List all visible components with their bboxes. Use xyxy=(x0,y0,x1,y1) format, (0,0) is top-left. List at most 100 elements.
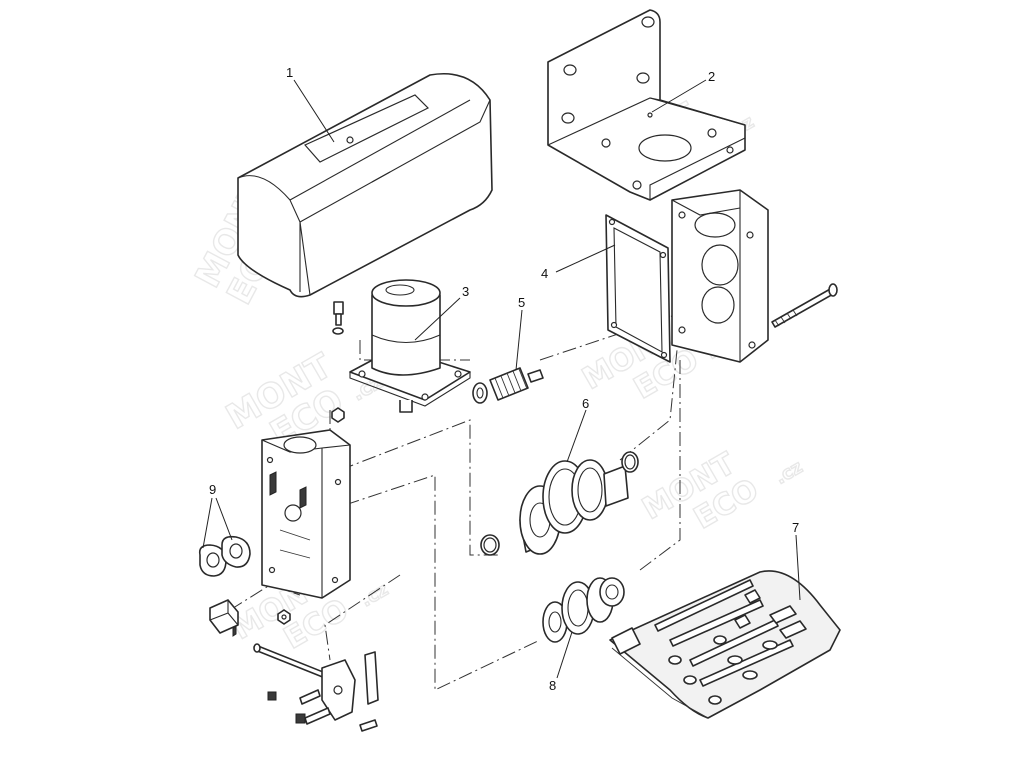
axis-lower-gear-right xyxy=(639,360,681,571)
pinion-hub xyxy=(527,369,544,383)
bracket-rod-end xyxy=(253,643,261,653)
leader-3 xyxy=(414,297,461,341)
motor-flange-hole-2 xyxy=(454,370,462,378)
kit-nut-2 xyxy=(734,614,751,629)
watermark-suffix: .cz xyxy=(357,579,392,611)
housing-left-hole-4 xyxy=(331,576,339,584)
leader-5 xyxy=(515,309,523,371)
cover-screw-hole xyxy=(346,136,354,144)
housing-left-hole-3 xyxy=(334,478,342,486)
kit-nut-1 xyxy=(744,589,761,604)
gasket-hole-4 xyxy=(660,351,668,359)
bracket-small-hole xyxy=(647,112,653,118)
housing-nut xyxy=(277,609,291,625)
leader-9 xyxy=(202,497,233,549)
callout-9: 9 xyxy=(209,482,216,497)
callout-1: 1 xyxy=(286,65,293,80)
leader-2 xyxy=(651,79,707,113)
bracket-hole-2 xyxy=(641,16,655,28)
kit-washer-4 xyxy=(742,670,758,680)
callout-2: 2 xyxy=(708,69,715,84)
screw-head xyxy=(333,301,344,315)
lower-bearing-inner xyxy=(548,611,562,633)
kit-bolt-4 xyxy=(699,639,794,687)
lower-gear-end xyxy=(599,577,625,607)
watermark-5: MONT ECO .cz xyxy=(636,445,807,537)
housing-right-hole-3 xyxy=(746,231,754,239)
housing-nut-bore xyxy=(281,614,287,620)
pinion-gear xyxy=(489,367,529,401)
bracket-screw-1 xyxy=(299,689,321,705)
gearbox-housing-left xyxy=(261,429,351,599)
long-bolt xyxy=(771,283,838,328)
bracket-screw-2 xyxy=(304,707,331,725)
part-4-gasket xyxy=(605,214,671,363)
bracket-base-edge xyxy=(649,97,746,126)
housing-right-bore-mid xyxy=(701,244,739,286)
motor-body xyxy=(371,294,441,376)
shaft-gear-mid-ring xyxy=(577,467,603,513)
housing-right-hole-2 xyxy=(678,326,686,334)
kit-bolt-1 xyxy=(654,579,754,632)
housing-right-bore-top xyxy=(694,212,736,238)
housing-left-body xyxy=(261,429,351,599)
shaft-o-ring-right-inner xyxy=(624,454,636,470)
bracket-center-bore xyxy=(638,134,692,162)
housing-right-top xyxy=(671,199,741,216)
motor-flange-hole-3 xyxy=(421,393,429,401)
housing-left-slot-2 xyxy=(299,486,307,509)
housing-left-bore-top xyxy=(283,436,317,454)
screw-shank xyxy=(335,313,342,326)
leader-8 xyxy=(556,631,573,679)
long-bolt-thread xyxy=(774,309,798,327)
motor-cap xyxy=(385,284,415,296)
pinion-bearing-bore xyxy=(476,387,484,399)
bracket-base-hole-1 xyxy=(601,138,611,148)
bracket-plate-hole xyxy=(333,685,343,695)
kit-bolt-3 xyxy=(689,619,779,667)
housing-right-hole-4 xyxy=(748,341,756,349)
leader-4 xyxy=(555,244,616,273)
axis-motor-screw xyxy=(359,340,470,361)
bracket-pin xyxy=(359,719,378,732)
cover-top-edge xyxy=(289,99,471,201)
callout-8: 8 xyxy=(549,678,556,693)
pinion-bearing xyxy=(472,382,488,404)
motor-top xyxy=(371,279,441,307)
part-8-lower-gear xyxy=(542,577,625,643)
motor-screw-set xyxy=(331,301,345,423)
housing-right-bore-low xyxy=(701,286,735,324)
kit-washer-2 xyxy=(683,675,697,685)
callout-3: 3 xyxy=(462,284,469,299)
axis-pinion-gearbox xyxy=(539,299,721,361)
kit-washer-6 xyxy=(713,635,727,645)
leader-6 xyxy=(566,409,587,463)
kit-bolt-2 xyxy=(669,599,764,647)
kit-key xyxy=(611,627,641,655)
callout-4: 4 xyxy=(541,266,548,281)
assembly-axes xyxy=(229,299,721,691)
bracket-body xyxy=(547,9,746,201)
housing-left-hole-2 xyxy=(268,566,276,574)
kit-washer-1 xyxy=(668,655,682,665)
shaft-right-end xyxy=(603,465,629,507)
bracket-screw-1-head xyxy=(267,691,277,701)
lower-gear-end-inner xyxy=(605,584,619,600)
bracket-hole-1 xyxy=(563,64,577,76)
callout-5: 5 xyxy=(518,295,525,310)
kit-bag-edge xyxy=(611,647,709,719)
gearbox-housing-right xyxy=(671,189,769,363)
kit-slot-1 xyxy=(769,605,797,624)
motor-band xyxy=(371,334,441,343)
part-2-bracket xyxy=(547,9,746,201)
kit-washer-3 xyxy=(727,655,743,665)
part-5-pinion xyxy=(472,367,544,404)
part-3-motor xyxy=(349,279,471,413)
axis-lower-gear xyxy=(299,474,541,691)
pinion-teeth xyxy=(494,368,528,399)
gasket-inner xyxy=(613,227,663,353)
housing-left-slot-1 xyxy=(269,471,277,496)
motor-flange-hole-1 xyxy=(358,370,366,378)
